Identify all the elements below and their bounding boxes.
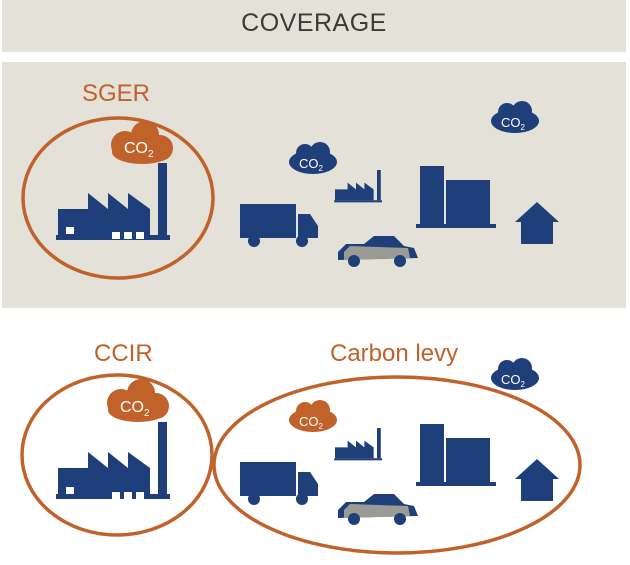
title-band: COVERAGE <box>2 0 626 52</box>
carbon-levy-coverage-ring <box>212 375 582 555</box>
ccir-panel <box>2 313 626 563</box>
co2-cloud-icon: CO2 <box>289 400 337 432</box>
co2-cloud-icon: CO2 <box>111 121 173 164</box>
svg-text:CO2: CO2 <box>299 156 324 173</box>
truck-icon <box>240 204 318 247</box>
ccir-label: CCIR <box>94 340 153 367</box>
house-icon <box>515 202 559 244</box>
car-icon <box>338 494 418 525</box>
buildings-icon <box>416 424 496 486</box>
page-title: COVERAGE <box>241 9 387 37</box>
ccir-coverage-ring <box>20 373 214 537</box>
sger-label: SGER <box>82 80 151 107</box>
carbon-levy-label: Carbon levy <box>330 340 459 367</box>
svg-text:CO2: CO2 <box>501 372 526 389</box>
co2-cloud-icon: CO2 <box>491 101 539 133</box>
small-factory-icon <box>334 170 383 203</box>
co2-cloud-icon: CO2 <box>107 379 169 422</box>
truck-icon <box>240 462 318 505</box>
svg-text:CO2: CO2 <box>120 399 150 419</box>
small-factory-icon <box>334 428 383 461</box>
buildings-icon <box>416 166 496 228</box>
co2-cloud-icon: CO2 <box>491 358 539 390</box>
co2-cloud-icon: CO2 <box>289 142 337 174</box>
svg-text:CO2: CO2 <box>124 140 154 160</box>
house-icon <box>515 459 559 501</box>
sger-coverage-ring <box>21 116 215 280</box>
svg-text:CO2: CO2 <box>501 115 526 132</box>
svg-text:CO2: CO2 <box>299 414 324 431</box>
car-icon <box>338 236 418 267</box>
